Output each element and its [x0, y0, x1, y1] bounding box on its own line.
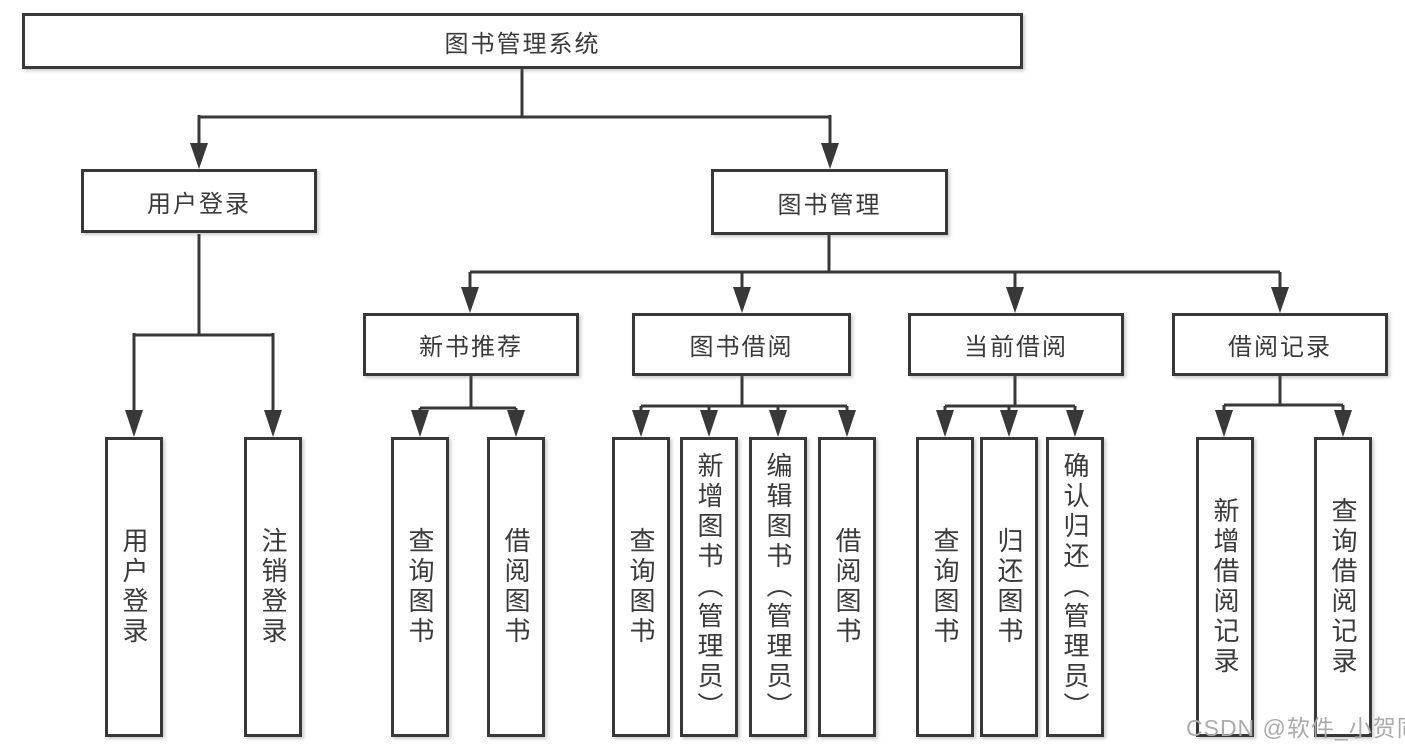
arrowhead: [1215, 410, 1233, 437]
watermark-text: CSDN @软件_小贺同学: [1186, 715, 1405, 741]
arrowhead: [769, 410, 787, 437]
leaf-return-books: 归还图书: [980, 437, 1038, 737]
leaf-logout-login: 注销登录: [244, 437, 302, 737]
arrowhead: [264, 410, 282, 437]
leaf-add-borrow-record: 新增借阅记录: [1196, 437, 1254, 737]
arrowhead: [190, 143, 208, 169]
arrowhead: [632, 410, 650, 437]
node-label: 借阅图书: [501, 527, 531, 647]
arrowhead: [838, 410, 856, 437]
node-label: 借阅图书: [832, 527, 862, 647]
connector-root-to-level2: [197, 69, 832, 148]
arrowhead: [1006, 287, 1024, 313]
node-label: 查询借阅记录: [1328, 497, 1358, 677]
leaf-query-books-current: 查询图书: [916, 437, 974, 737]
leaf-edit-book-admin: 编辑图书（管理员）: [749, 437, 807, 737]
node-book-borrow: 图书借阅: [632, 313, 851, 376]
node-label: 用户登录: [119, 527, 149, 647]
node-label: 查询图书: [626, 527, 656, 647]
node-label: 查询图书: [930, 527, 960, 647]
node-label: 注销登录: [258, 527, 288, 647]
node-user-login: 用户登录: [81, 169, 317, 233]
arrowhead: [1334, 410, 1352, 437]
node-current-borrow: 当前借阅: [908, 313, 1124, 376]
leaf-borrow-books-recommend: 借阅图书: [487, 437, 545, 737]
leaf-borrow-books-borrow: 借阅图书: [818, 437, 876, 737]
leaf-confirm-return-admin: 确认归还（管理员）: [1046, 437, 1104, 737]
arrowhead: [936, 410, 954, 437]
node-book-management: 图书管理: [711, 169, 948, 235]
node-label: 图书借阅: [689, 334, 794, 361]
connector-records-to-leaves: [1222, 375, 1345, 414]
node-label: 新书推荐: [419, 334, 523, 361]
node-label: 图书管理: [777, 191, 882, 219]
arrowhead: [125, 410, 143, 437]
connector-userlogin-to-leaves: [132, 234, 275, 414]
leaf-query-books-borrow: 查询图书: [612, 437, 670, 737]
node-new-book-recommend: 新书推荐: [363, 313, 579, 376]
leaf-query-borrow-record: 查询借阅记录: [1314, 437, 1372, 737]
leaf-add-book-admin: 新增图书（管理员）: [680, 437, 738, 737]
arrowhead: [411, 410, 429, 437]
leaf-query-books-recommend: 查询图书: [391, 437, 449, 737]
node-label: 归还图书: [994, 527, 1024, 647]
node-library-system: 图书管理系统: [22, 13, 1023, 69]
connector-borrow-to-leaves: [639, 375, 849, 414]
connector-bookmgmt-to-level3: [468, 235, 1282, 291]
arrowhead: [700, 410, 718, 437]
arrowhead: [1066, 410, 1084, 437]
connector-recommend-to-leaves: [418, 375, 518, 414]
node-borrow-records: 借阅记录: [1172, 313, 1388, 376]
arrowhead: [1000, 410, 1018, 437]
node-label: 用户登录: [147, 190, 251, 218]
leaf-user-login: 用户登录: [105, 437, 163, 737]
node-label: 新增图书（管理员）: [694, 452, 724, 722]
arrowhead: [733, 287, 751, 313]
node-label: 查询图书: [405, 527, 435, 647]
node-label: 当前借阅: [964, 334, 1068, 361]
arrowhead: [461, 287, 479, 313]
node-label: 确认归还（管理员）: [1060, 452, 1090, 722]
connector-current-to-leaves: [943, 375, 1077, 414]
node-label: 借阅记录: [1228, 334, 1332, 361]
arrowhead: [821, 143, 839, 169]
arrowhead: [1271, 287, 1289, 313]
node-label: 编辑图书（管理员）: [763, 452, 793, 722]
node-label: 图书管理系统: [444, 30, 601, 58]
node-label: 新增借阅记录: [1210, 497, 1240, 677]
arrowhead: [507, 410, 525, 437]
